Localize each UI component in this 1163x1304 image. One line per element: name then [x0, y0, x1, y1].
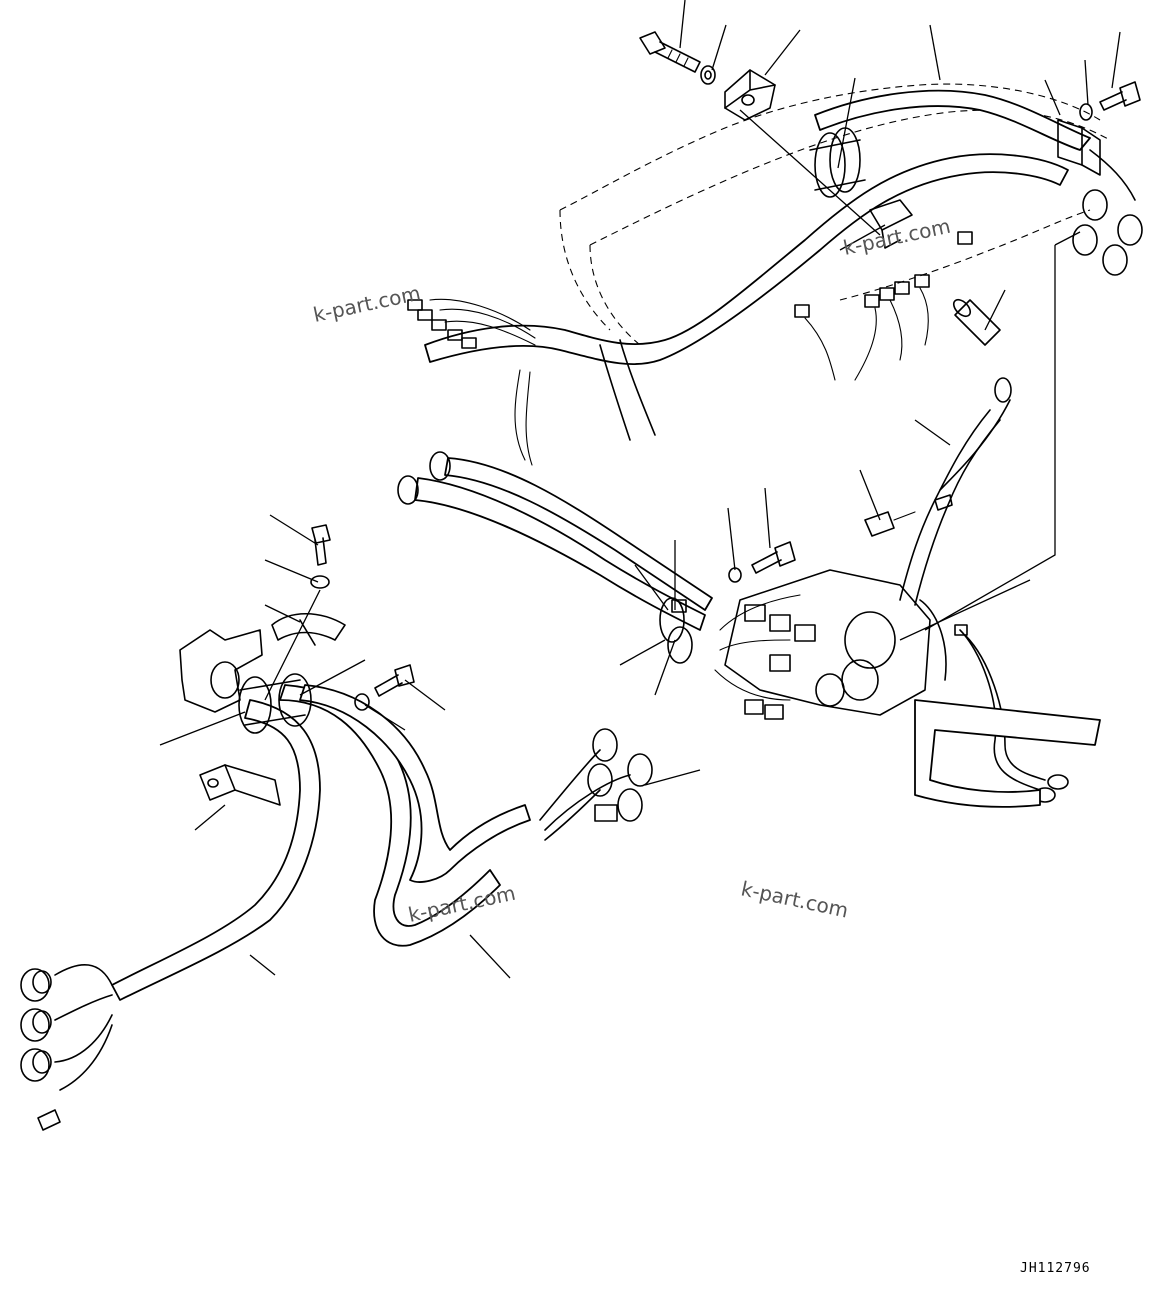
middle-hose-clamp — [659, 597, 693, 664]
upper-right-end-connectors — [1072, 149, 1143, 276]
lower-left-washer — [310, 575, 330, 589]
lower-mid-washer — [354, 693, 370, 711]
upper-left-connector-cluster — [407, 298, 536, 466]
middle-harness-assembly — [397, 377, 1101, 808]
watermark-2: k-part.com — [841, 214, 953, 260]
watermark-1: k-part.com — [311, 281, 423, 327]
lower-left-end-connectors — [20, 963, 113, 1131]
lower-harness-assembly — [20, 524, 653, 1131]
middle-washer — [728, 567, 742, 583]
upper-harness-assembly — [407, 83, 1143, 466]
upper-bolt-left — [639, 31, 701, 73]
middle-bolt — [751, 541, 796, 574]
protective-sleeve — [952, 298, 1001, 346]
watermark-3: k-part.com — [406, 881, 518, 927]
upper-bolt-right — [1099, 81, 1141, 111]
watermark-4: k-part.com — [739, 876, 851, 922]
upper-clip-block — [724, 69, 776, 121]
junction-block — [714, 569, 931, 720]
lower-hose-clamp — [238, 673, 312, 734]
lower-bracket — [199, 764, 281, 806]
upper-hardware — [639, 31, 1141, 121]
lower-left-bolt — [311, 524, 331, 566]
upper-right-connector-cluster — [794, 231, 973, 381]
lower-right-end-connectors — [539, 728, 653, 841]
lower-upper-clip — [271, 612, 346, 646]
ground-wire — [954, 624, 1069, 803]
upper-hose-clamp — [809, 127, 866, 198]
upper-washer-right — [1079, 103, 1093, 121]
upper-washer-left — [700, 65, 716, 85]
lower-mid-bolt — [374, 664, 415, 697]
drawing-number: JH112796 — [1020, 1261, 1091, 1276]
mid-bracket — [869, 199, 913, 249]
right-branch-harness — [864, 377, 1012, 606]
rubber-grommet — [179, 629, 263, 713]
leader-lines — [159, 0, 1121, 979]
